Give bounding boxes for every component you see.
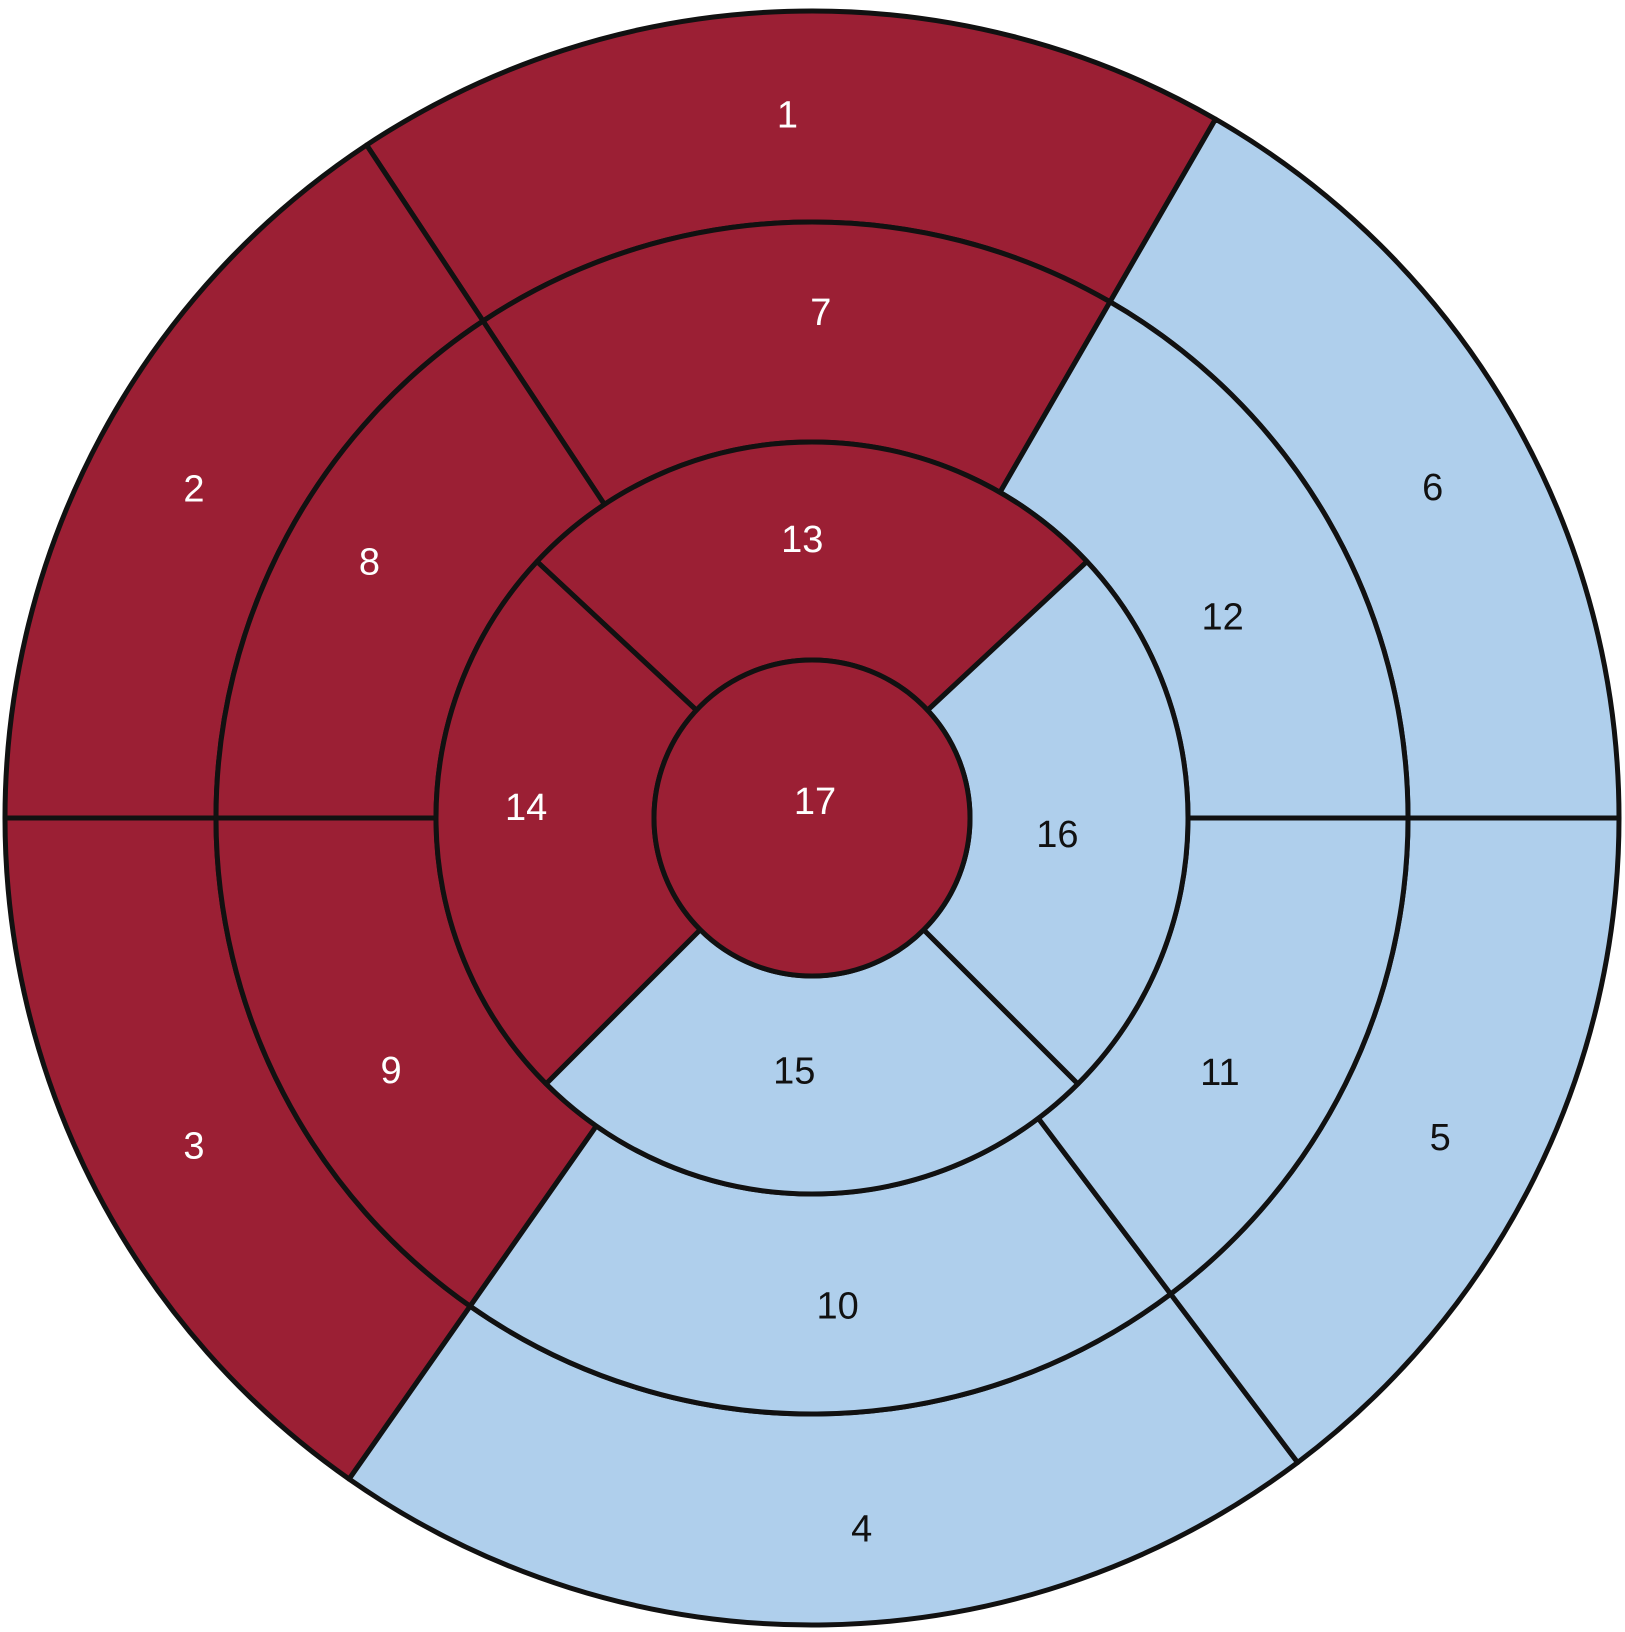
segment-label-6: 6	[1422, 467, 1443, 509]
segment-label-14: 14	[505, 787, 547, 829]
segment-label-17: 17	[794, 781, 836, 823]
segment-label-3: 3	[183, 1126, 204, 1168]
segment-label-13: 13	[781, 519, 823, 561]
segment-label-15: 15	[773, 1050, 815, 1092]
segment-label-16: 16	[1036, 814, 1078, 856]
segment-label-7: 7	[810, 292, 831, 334]
segment-layer	[2, 8, 1622, 1628]
segment-label-5: 5	[1430, 1117, 1451, 1159]
segment-label-2: 2	[183, 468, 204, 510]
segment-label-10: 10	[816, 1285, 858, 1327]
segment-label-1: 1	[777, 94, 798, 136]
segment-17	[651, 657, 973, 979]
segment-label-12: 12	[1202, 597, 1244, 639]
segment-label-9: 9	[381, 1050, 402, 1092]
segment-label-11: 11	[1200, 1052, 1239, 1094]
segment-label-8: 8	[359, 542, 380, 584]
segment-label-4: 4	[851, 1508, 872, 1550]
